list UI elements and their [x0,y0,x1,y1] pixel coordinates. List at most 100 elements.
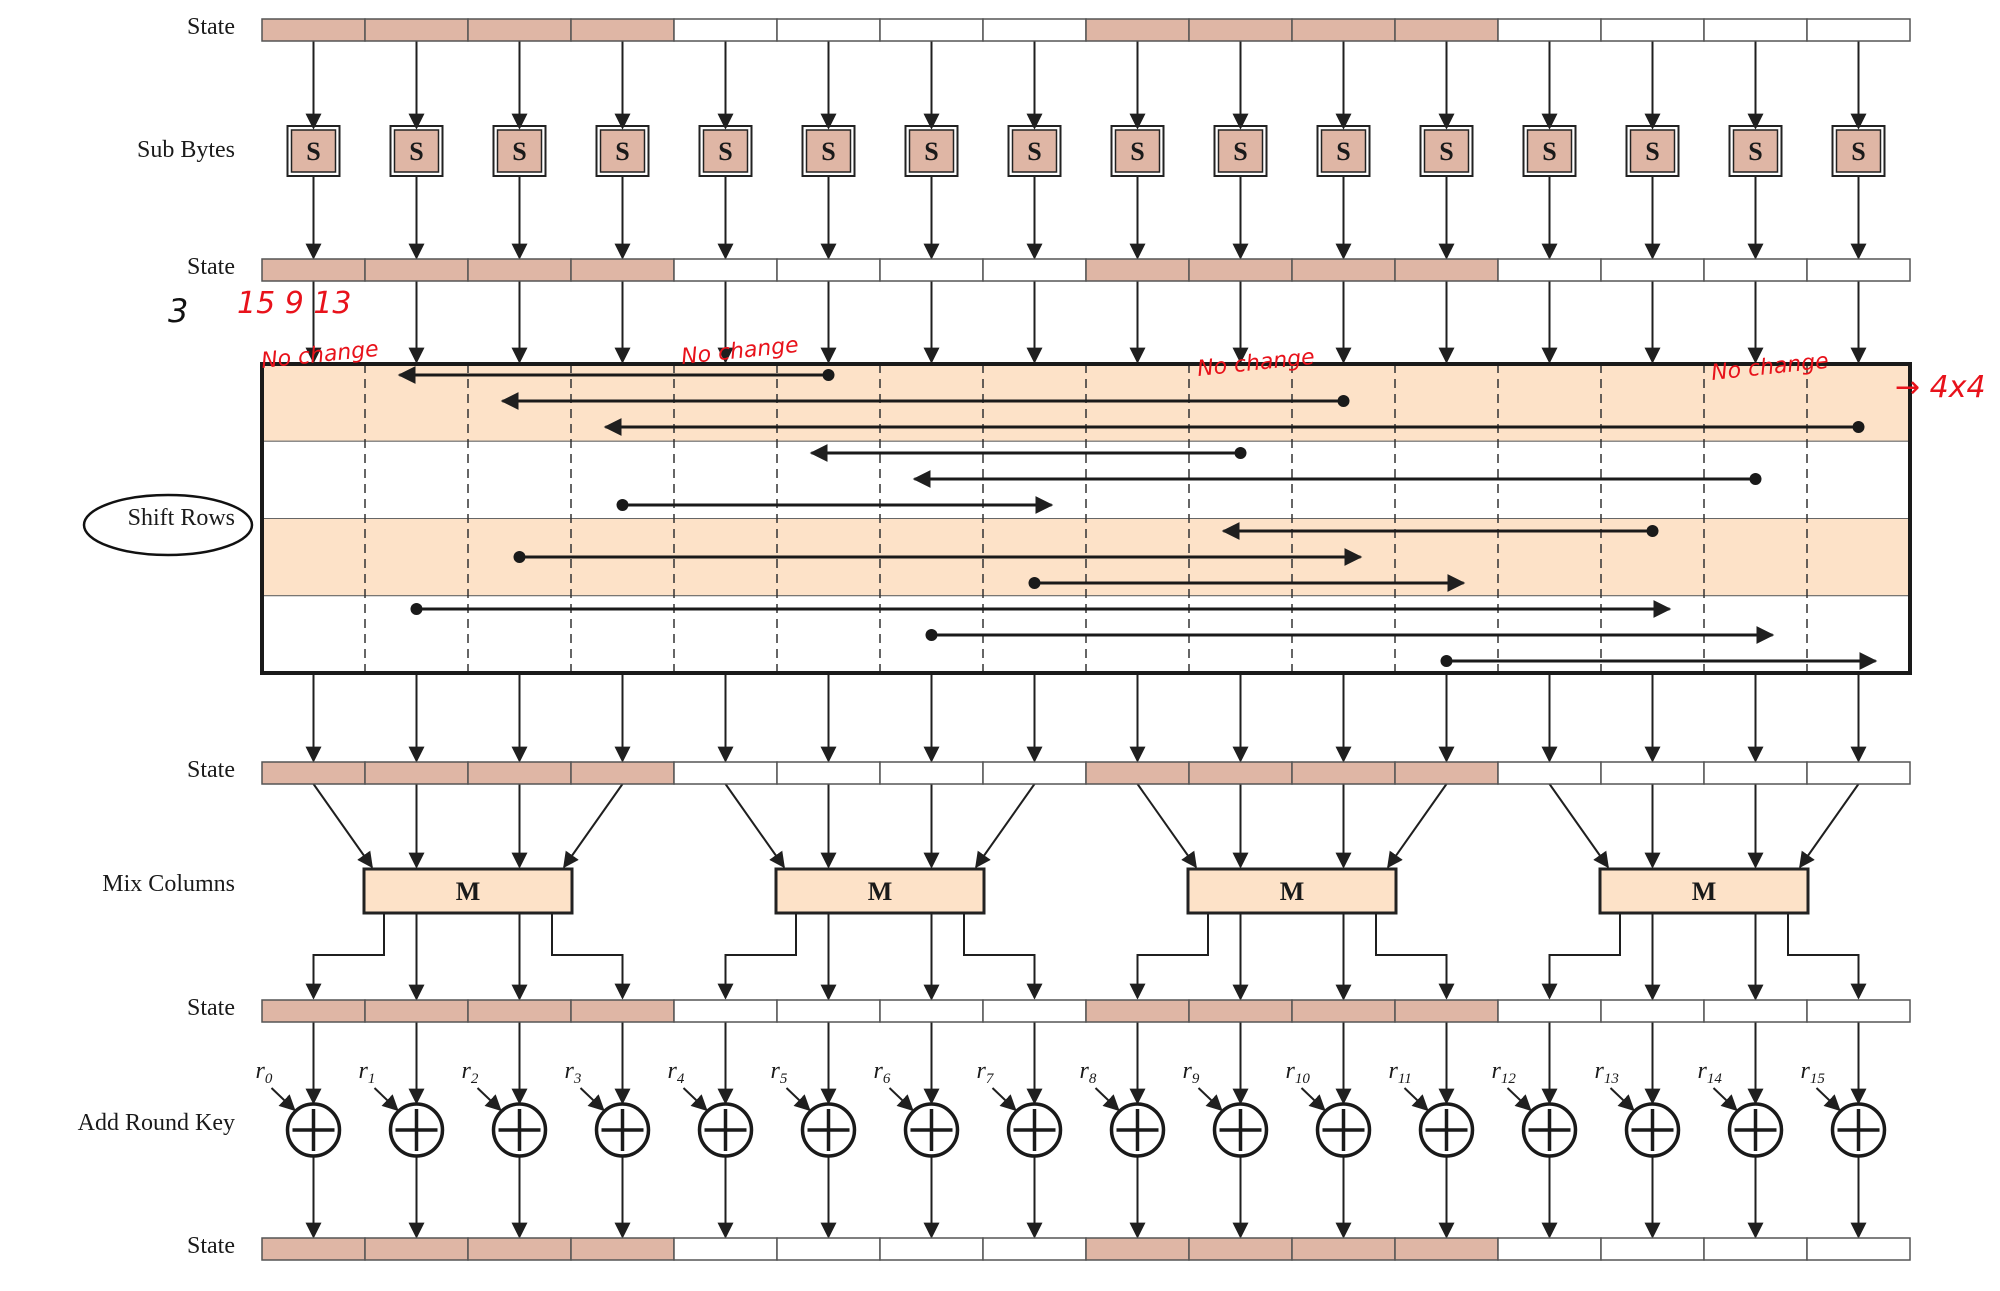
state-cell [261,999,366,1023]
round-key-subscript: 3 [573,1071,582,1087]
state-cell [1291,761,1396,785]
xor-operator [1109,1102,1166,1158]
shift-rows-moves [397,366,1878,670]
state-cell [1806,18,1911,42]
sbox [1011,129,1058,173]
sbox-label: S [409,137,423,166]
sbox-frame [389,125,444,177]
state-cell [1085,999,1190,1023]
state-cell [1497,1237,1602,1261]
arrow [1548,783,1609,869]
state-cell [1703,761,1808,785]
xor-operator [491,1102,548,1158]
sbox-frame [904,125,959,177]
xor-operator [1006,1102,1063,1158]
arrow [563,783,624,869]
round-key-arrow [1506,1087,1532,1112]
xor-operator [1727,1102,1784,1158]
sbox-frame [1316,125,1371,177]
xor-operator [285,1102,342,1158]
round-key-subscript: 15 [1810,1071,1826,1087]
round-key-subscript: 0 [265,1071,273,1087]
round-key-subscript: 13 [1604,1071,1619,1087]
xor-operator [1521,1102,1578,1158]
state-label-3: State [187,757,235,783]
sbox-frame [595,125,650,177]
sbox-label: S [1748,137,1762,166]
sbox-label: S [718,137,732,166]
round-key-subscript: 5 [780,1071,788,1087]
state-cell [1600,999,1705,1023]
state-cell [673,999,778,1023]
xor-operator [1212,1102,1269,1158]
sbox-frame [1007,125,1062,177]
state-cell [467,18,572,42]
state-cell [467,1237,572,1261]
mix-out-right [963,913,1043,1000]
sbox-frame [1831,125,1886,177]
xor-operator [697,1102,754,1158]
round-key-arrow [682,1087,708,1112]
xor-operator [1830,1102,1887,1158]
mix-out-right [551,913,631,1000]
state-cell [1600,18,1705,42]
mbox-label: M [1692,877,1717,906]
state-cell [776,999,881,1023]
sbox-label: S [1542,137,1556,166]
state-label-1: State [187,14,235,40]
shift-rows-label: Shift Rows [127,505,235,531]
sbox [1217,129,1264,173]
round-key-arrow [373,1087,399,1112]
shift-rows-circle [82,493,254,557]
round-key-label: r8 [1080,1058,1097,1087]
mbox-label: M [1280,877,1305,906]
state-cell [1497,999,1602,1023]
state-cell [982,258,1087,282]
round-key-subscript: 9 [1192,1071,1200,1087]
state-cell [1394,1237,1499,1261]
state-cell [1085,1237,1190,1261]
round-key-arrow [888,1087,914,1112]
sbox-label: S [1851,137,1865,166]
round-key-subscript: 10 [1295,1071,1311,1087]
state-cell [1703,1237,1808,1261]
state-cell [1703,18,1808,42]
state-cell [1703,258,1808,282]
state-cell [570,18,675,42]
sbox-label: S [1439,137,1453,166]
sbox-frame [1625,125,1680,177]
state-cell [364,18,469,42]
sbox-frame [1728,125,1783,177]
state-cell [1085,18,1190,42]
round-key-subscript: 2 [471,1071,479,1087]
sbox-label: S [1233,137,1247,166]
state-label-2: State [187,254,235,280]
state-cell [982,999,1087,1023]
state-cell [1394,258,1499,282]
state-cell [570,258,675,282]
xor-operator [388,1102,445,1158]
round-key-label: r4 [668,1058,685,1087]
state-cell [1291,999,1396,1023]
state-cell [1394,18,1499,42]
sbox-label: S [1130,137,1144,166]
round-key-label: r10 [1286,1058,1311,1087]
state-cell [879,761,984,785]
sbox-frame [1522,125,1577,177]
sbox-frame [698,125,753,177]
round-key-subscript: 8 [1089,1071,1097,1087]
state-cell [1497,18,1602,42]
state-rows [261,18,1911,1261]
mbox-label: M [456,877,481,906]
round-key-label: r2 [462,1058,479,1087]
state-cell [570,1237,675,1261]
state-cell [1085,761,1190,785]
round-key-label: r0 [256,1058,273,1087]
xor-operator [1418,1102,1475,1158]
state-cell [1188,1237,1293,1261]
sbox-frame [801,125,856,177]
state-cell [467,999,572,1023]
state-cell [879,18,984,42]
mix-out-left [717,913,797,1000]
